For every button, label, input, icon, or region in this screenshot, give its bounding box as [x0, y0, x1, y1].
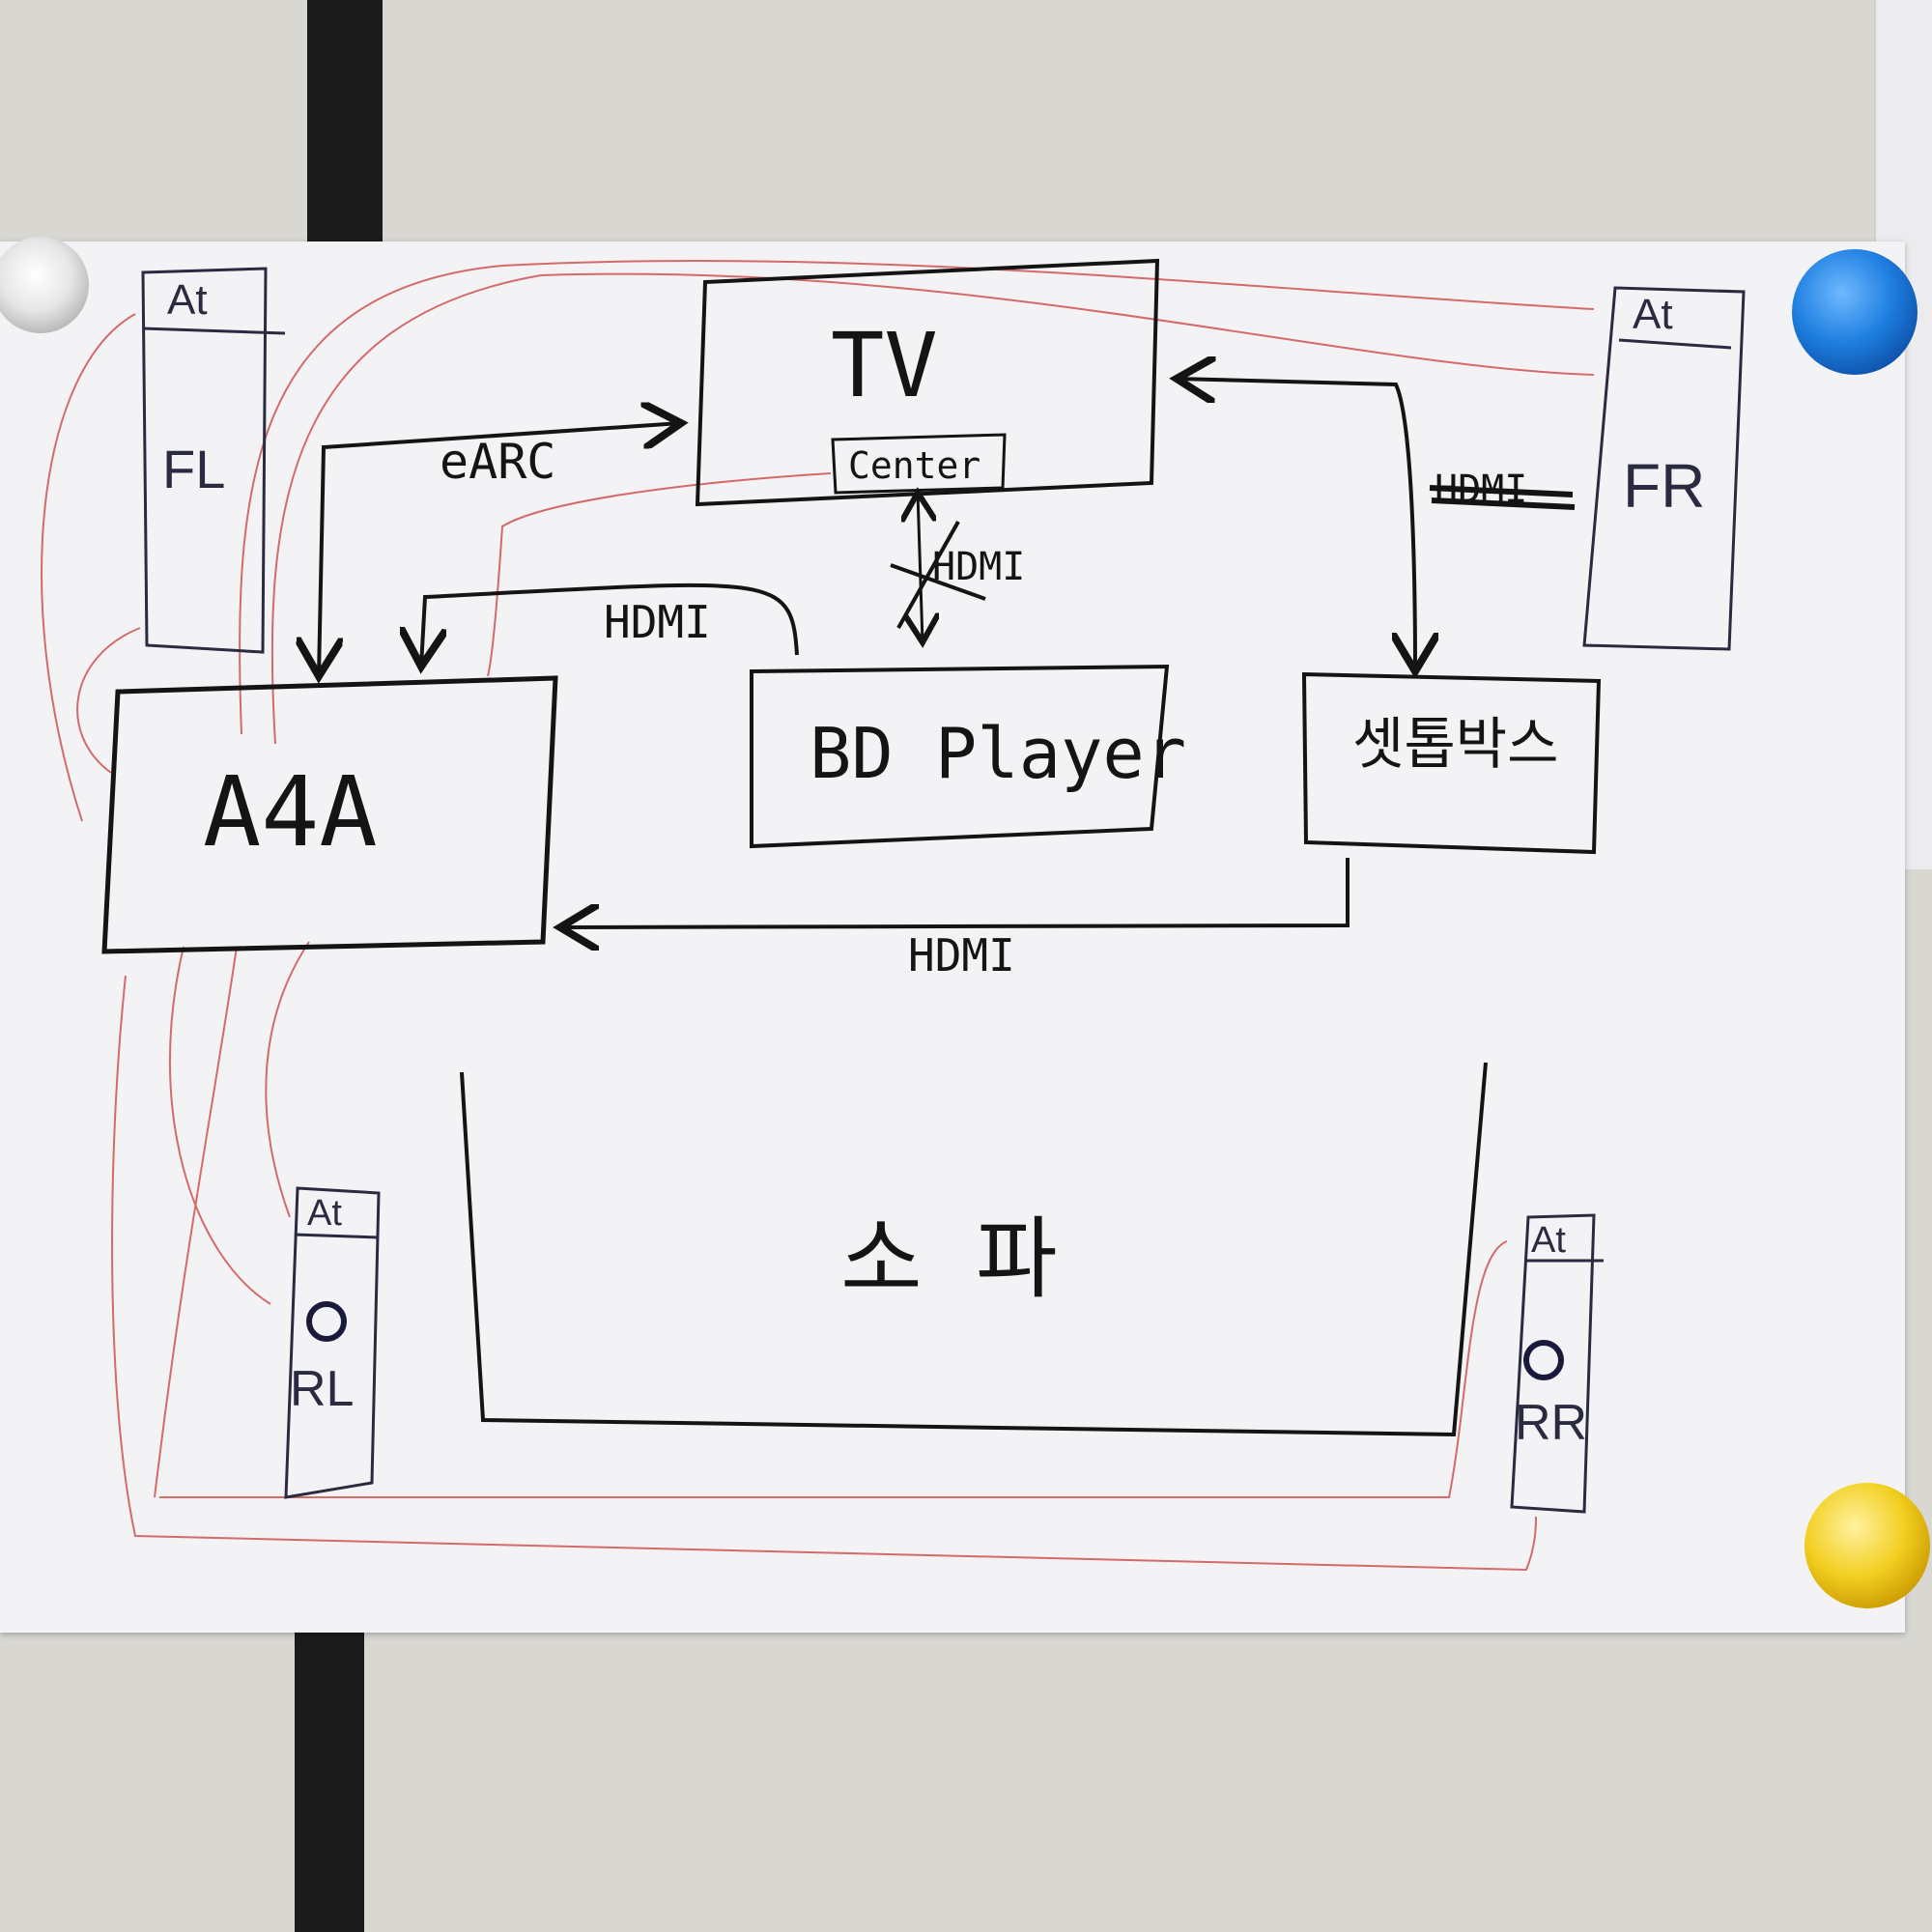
hdmi-bd-label: HDMI	[604, 596, 711, 648]
wall-seam-bottom	[295, 1623, 364, 1932]
hdmi-center-arrow	[918, 493, 923, 642]
wire-fl-loop	[41, 313, 136, 822]
speaker-wires	[41, 259, 1595, 1572]
wire-fl-front	[76, 627, 141, 774]
scribble-out	[1429, 485, 1576, 510]
settop-box	[1301, 671, 1602, 855]
speaker-fr-top: At	[1633, 291, 1673, 338]
bd-player-label: BD Player	[810, 713, 1186, 794]
earc-arrow	[319, 423, 681, 676]
speaker-rl-box	[284, 1186, 381, 1499]
yellow-magnet	[1804, 1483, 1930, 1608]
speaker-fr-box	[1582, 286, 1746, 651]
tv-label: TV	[831, 314, 938, 417]
wire-rr-2	[111, 975, 1537, 1572]
speaker-fr-label: FR	[1623, 451, 1705, 521]
speaker-fl-top: At	[167, 276, 208, 324]
sofa-label: 소 파	[840, 1208, 1058, 1311]
hdmi-settop-label: HDMI	[908, 929, 1015, 981]
receiver-label: A4A	[203, 755, 378, 868]
clear-magnet	[0, 237, 89, 333]
speaker-rr-top: At	[1531, 1220, 1566, 1261]
speaker-rr-label: RR	[1515, 1395, 1587, 1451]
hdmi-settop-arrow	[560, 858, 1350, 927]
sofa-outline	[460, 1062, 1488, 1437]
bd-player-box	[750, 664, 1170, 849]
speaker-rl-label: RL	[290, 1361, 354, 1417]
center-speaker-box	[831, 433, 1007, 495]
speaker-fl-label: FL	[162, 439, 225, 499]
center-label: Center	[848, 444, 980, 487]
wire-rl-1	[168, 946, 271, 1305]
wire-rl-2	[154, 946, 238, 1498]
wire-rr-1	[159, 1240, 1508, 1498]
scribble-mark-rl	[306, 1301, 347, 1342]
cross-out-mark	[890, 521, 986, 629]
wall-seam-top	[307, 0, 383, 251]
hdmi-center-label: HDMI	[932, 545, 1025, 589]
scribble-mark-rr	[1523, 1340, 1564, 1380]
settop-label: 셋톱박스	[1352, 711, 1558, 777]
wire-rl-3	[265, 941, 310, 1218]
speaker-rr-box	[1510, 1213, 1604, 1514]
hdmi-bd-arrow	[421, 582, 799, 667]
tv-settop-arrow	[1177, 379, 1415, 671]
tv-box	[695, 258, 1160, 507]
speaker-rl-top: At	[307, 1193, 342, 1234]
wire-top-to-fr-1	[239, 259, 1595, 735]
earc-label: eARC	[440, 434, 555, 490]
speaker-fl-box	[141, 267, 286, 654]
blue-magnet	[1792, 249, 1918, 375]
wire-top-to-fr-2	[270, 272, 1595, 745]
